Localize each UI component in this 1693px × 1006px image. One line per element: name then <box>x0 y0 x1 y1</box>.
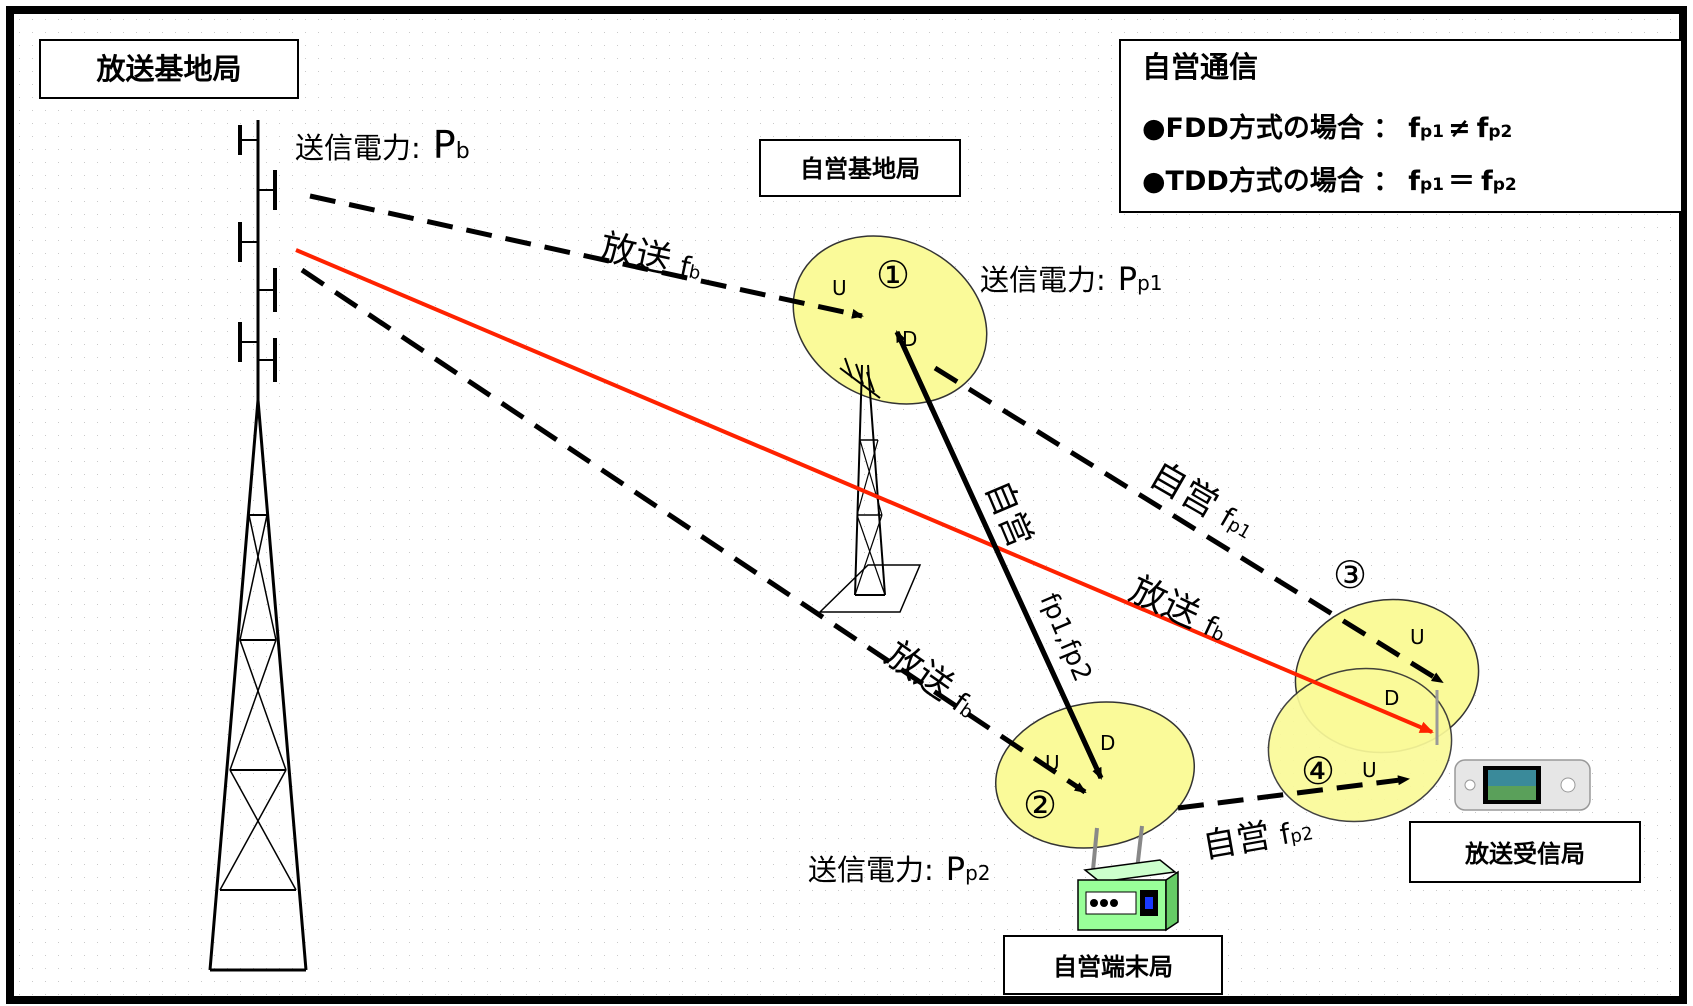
broadcast-link-to-base <box>309 193 864 319</box>
coverage-ellipse-1 <box>792 235 988 405</box>
node-2: ② <box>1023 783 1057 827</box>
private-terminal-device-icon <box>1077 825 1179 932</box>
broadcast-tower-icon <box>208 120 308 972</box>
legend-title: 自営通信 <box>1142 50 1258 84</box>
node-1-downlink-mark: D <box>902 327 917 351</box>
legend-box <box>1119 39 1683 213</box>
power-label-broadcast: 送信電力:Pb <box>295 123 470 167</box>
label-box-broadcast-base <box>39 39 299 99</box>
legend-tdd: ●TDD方式の場合 ：fp1＝fp2 <box>1142 165 1517 197</box>
label-box-broadcast-receiver <box>1409 821 1641 883</box>
node-3-downlink-mark: D <box>1384 686 1399 710</box>
node-2-uplink-mark: U <box>1045 751 1060 775</box>
power-label-private-base: 送信電力:Pp1 <box>980 260 1163 298</box>
link-lines <box>295 193 1444 811</box>
node-4-uplink-mark: U <box>1362 758 1377 782</box>
node-3-uplink-mark: U <box>1410 625 1425 649</box>
coverage-ellipses <box>792 235 1480 849</box>
legend-fdd: ●FDD方式の場合 ：fp1≠fp2 <box>1142 112 1512 144</box>
broadcast-link-to-terminal <box>300 267 1087 795</box>
node-2-downlink-mark: D <box>1100 731 1115 755</box>
power-label-private-terminal: 送信電力:Pp2 <box>808 850 991 888</box>
label-broadcast-receiver: 放送受信局 <box>1464 840 1585 868</box>
outer-frame <box>6 6 1687 1004</box>
node-1: ① <box>876 253 910 297</box>
label-box-private-terminal <box>1003 935 1223 995</box>
private-base-tower-icon <box>818 357 922 613</box>
node-3: ③ <box>1333 553 1367 597</box>
node-4: ④ <box>1301 749 1335 793</box>
label-private-base: 自営基地局 <box>800 155 920 183</box>
label-broadcast-base: 放送基地局 <box>95 52 241 86</box>
broadcast-red-link <box>295 248 1434 734</box>
broadcast-receiver-device-icon <box>1435 690 1591 811</box>
private-link-to-receiver <box>933 365 1444 685</box>
label-box-private-base <box>759 139 961 197</box>
node-1-uplink-mark: U <box>832 276 847 300</box>
label-private-terminal: 自営端末局 <box>1053 953 1173 981</box>
